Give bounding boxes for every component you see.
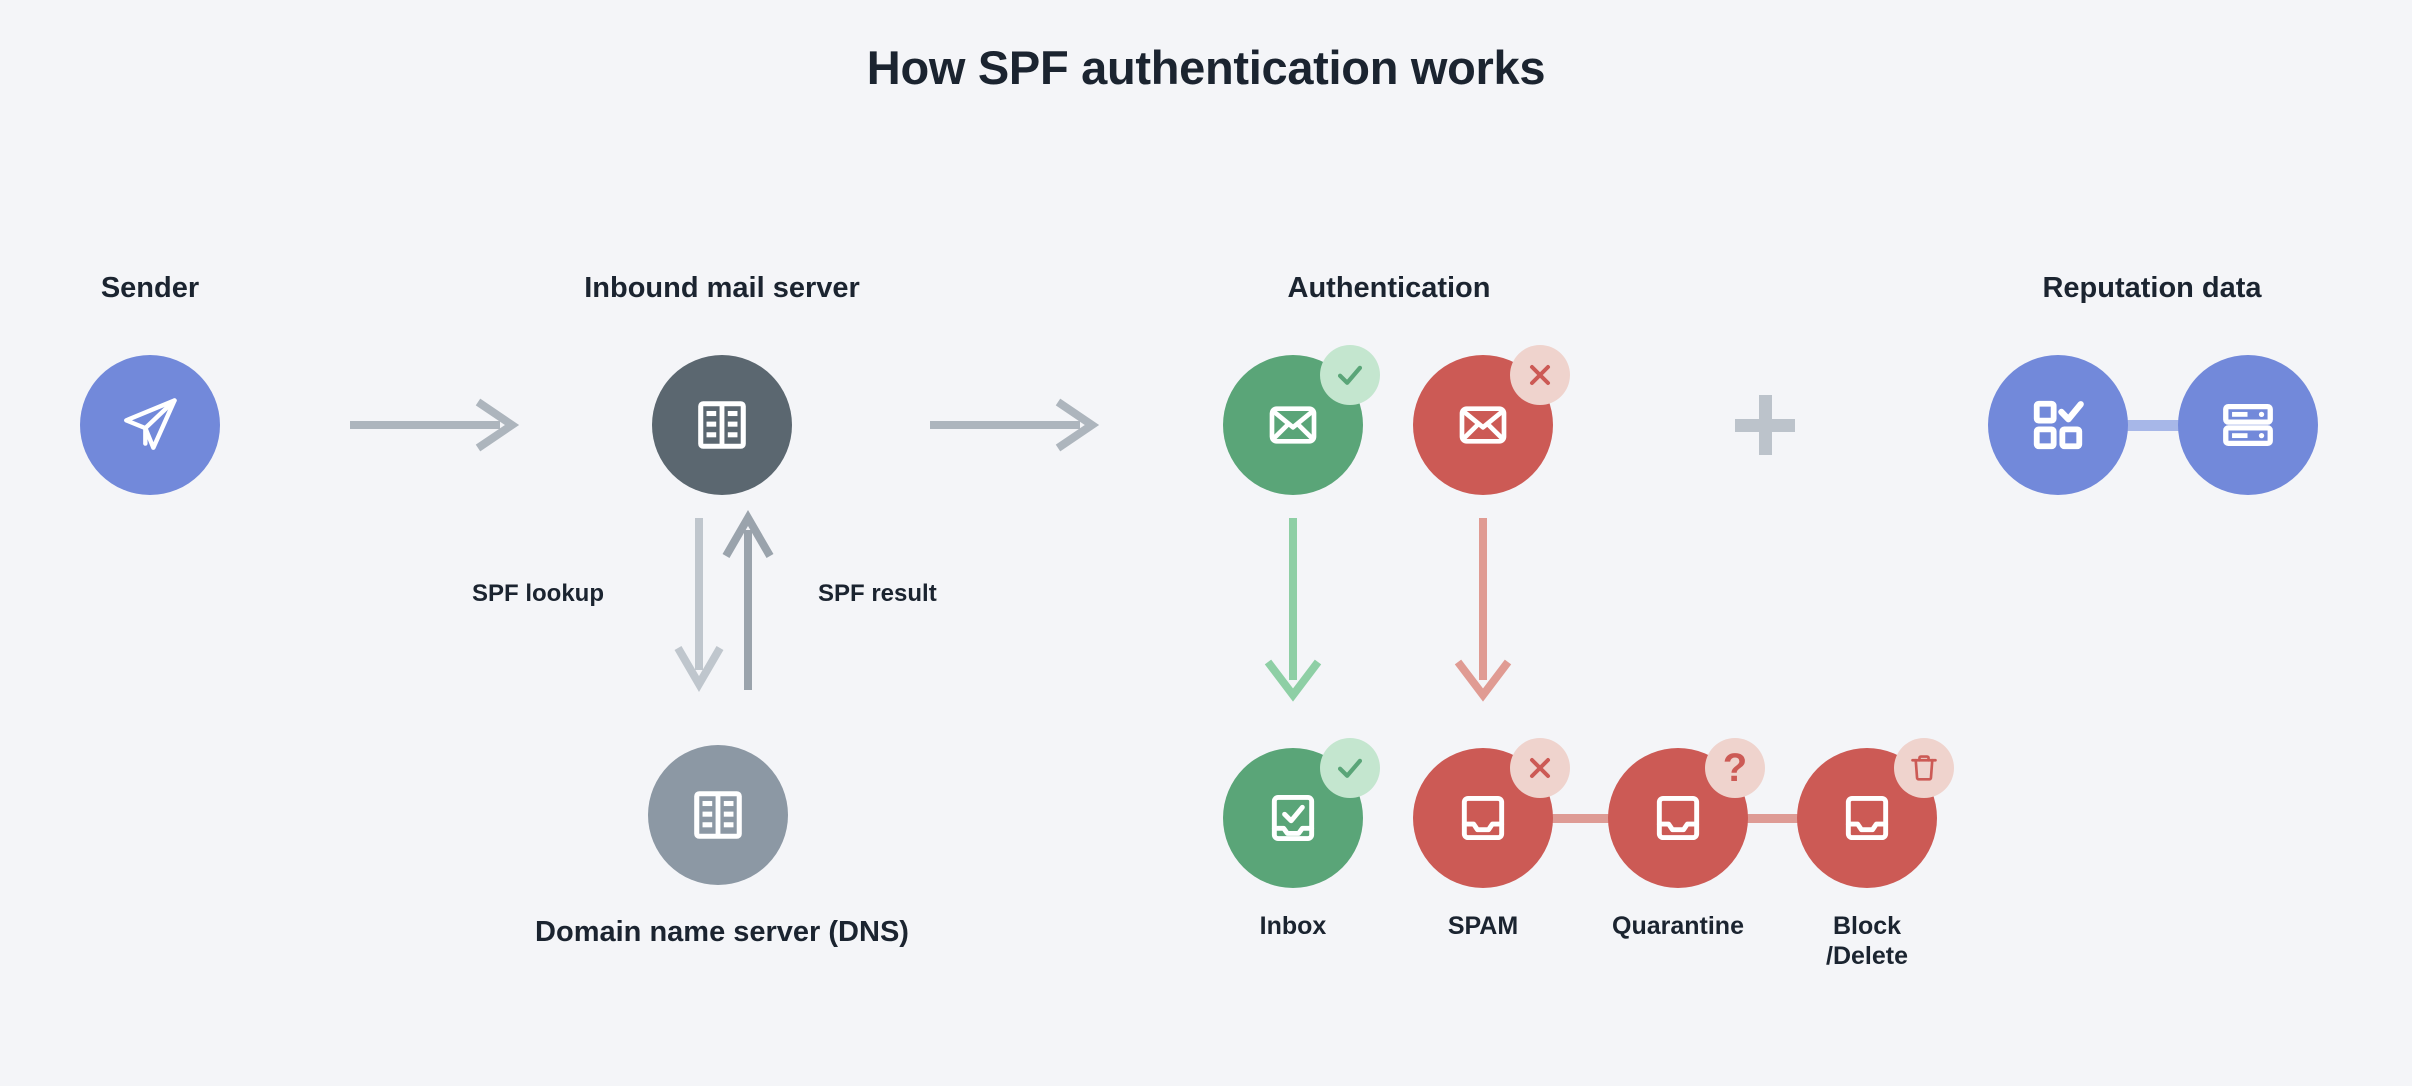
edge-label-spf-lookup: SPF lookup (472, 580, 604, 607)
column-heading-reputation-data: Reputation data (2042, 272, 2262, 304)
badge-outcome-quarantine: ? (1705, 738, 1765, 798)
page-title: How SPF authentication works (866, 41, 1546, 94)
x-badge-icon (1524, 752, 1556, 784)
inbox-tray-icon (1455, 790, 1511, 846)
database-rack-icon (2219, 396, 2277, 454)
connector-quarantine-block (1678, 814, 1867, 823)
node-label-block-delete: Block /Delete (1826, 912, 1908, 971)
arrow-sender-to-inbound (350, 398, 520, 452)
arrow-fail-to-spam (1454, 518, 1512, 702)
badge-outcome-inbox (1320, 738, 1380, 798)
node-label-quarantine: Quarantine (1612, 912, 1744, 940)
badge-outcome-spam (1510, 738, 1570, 798)
column-heading-inbound-mail-server: Inbound mail server (584, 272, 860, 304)
arrow-pass-to-inbox (1264, 518, 1322, 702)
edge-label-spf-result: SPF result (818, 580, 937, 607)
plus-operator (1735, 395, 1795, 455)
inbox-tray-icon (1839, 790, 1895, 846)
connector-spam-quarantine (1483, 814, 1678, 823)
inbox-tray-icon (1650, 790, 1706, 846)
trash-badge-icon (1908, 752, 1940, 784)
x-badge-icon (1524, 359, 1556, 391)
column-heading-sender: Sender (100, 272, 200, 304)
badge-auth-fail (1510, 345, 1570, 405)
node-label-block-line2: /Delete (1826, 941, 1908, 970)
node-reputation-server[interactable] (2178, 355, 2318, 495)
node-sender[interactable] (80, 355, 220, 495)
node-label-inbox: Inbox (1259, 912, 1327, 940)
paper-plane-icon (119, 394, 181, 456)
node-label-spam: SPAM (1447, 912, 1519, 940)
envelope-icon (1265, 397, 1321, 453)
question-badge-icon: ? (1722, 746, 1748, 790)
check-badge-icon (1333, 751, 1367, 785)
server-rack-icon (693, 396, 751, 454)
grid-check-icon (2029, 396, 2087, 454)
node-inbound-mail-server[interactable] (652, 355, 792, 495)
node-label-dns: Domain name server (DNS) (535, 916, 909, 948)
server-rack-icon (689, 786, 747, 844)
envelope-icon (1455, 397, 1511, 453)
arrow-spf-lookup (674, 518, 724, 692)
badge-auth-pass (1320, 345, 1380, 405)
node-label-block-line1: Block (1832, 912, 1902, 940)
badge-outcome-block-delete (1894, 738, 1954, 798)
arrow-inbound-to-authentication (930, 398, 1100, 452)
arrow-spf-result (722, 510, 774, 690)
node-dns[interactable] (648, 745, 788, 885)
column-heading-authentication: Authentication (1287, 272, 1491, 304)
inbox-check-icon (1265, 790, 1321, 846)
check-badge-icon (1333, 358, 1367, 392)
node-reputation-scorecard[interactable] (1988, 355, 2128, 495)
connector-reputation (2058, 420, 2248, 431)
